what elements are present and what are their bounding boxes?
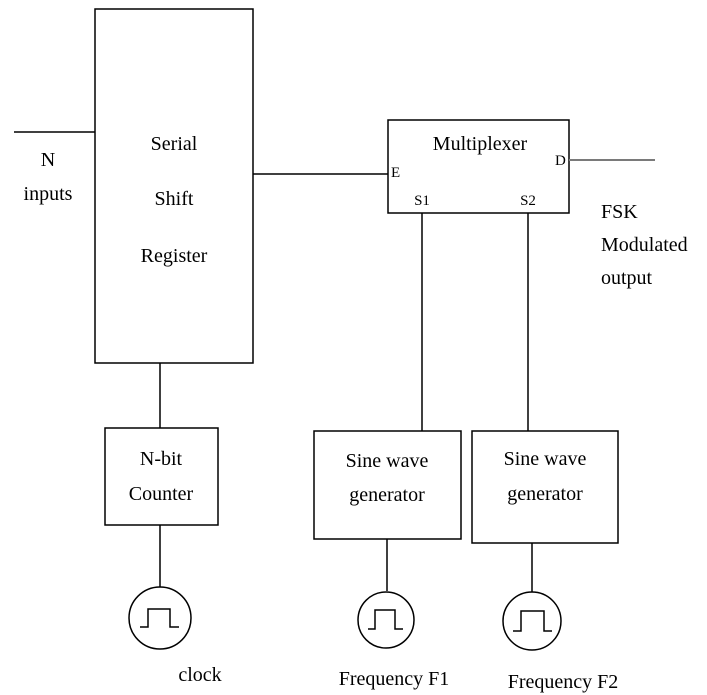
frequency-f1-pulse-icon xyxy=(368,609,403,630)
frequency-f1-source-circle xyxy=(357,591,415,649)
sine-generator-2-box xyxy=(471,430,619,544)
frequency-f2-source-circle xyxy=(502,591,562,651)
clock-pulse-icon xyxy=(140,608,179,628)
mux-pin-s1: S1 xyxy=(414,193,430,209)
mux-pin-d: D xyxy=(555,153,566,169)
counter-label-nbit: N-bit xyxy=(140,448,183,470)
frequency-f1-label: Frequency F1 xyxy=(339,668,450,690)
multiplexer-title: Multiplexer xyxy=(433,133,528,155)
shift-register-label-register: Register xyxy=(141,245,208,267)
input-label-inputs: inputs xyxy=(24,183,73,205)
output-label-modulated: Modulated xyxy=(601,234,688,256)
counter-box xyxy=(104,427,219,526)
shift-register-box xyxy=(94,8,254,364)
mux-pin-s2: S2 xyxy=(520,193,536,209)
clock-label: clock xyxy=(178,664,221,686)
input-label-n: N xyxy=(41,149,55,171)
frequency-f2-pulse-icon xyxy=(513,610,552,632)
shift-register-label-shift: Shift xyxy=(155,188,194,210)
multiplexer-box xyxy=(387,119,570,214)
mux-pin-e: E xyxy=(391,165,400,181)
clock-source-circle xyxy=(128,586,192,650)
sine-generator-1-label-top: Sine wave xyxy=(346,450,429,472)
sine-generator-1-label-bottom: generator xyxy=(349,484,425,506)
sine-generator-2-label-bottom: generator xyxy=(507,483,583,505)
output-label-output: output xyxy=(601,267,653,289)
frequency-f2-label: Frequency F2 xyxy=(508,671,619,693)
output-label-fsk: FSK xyxy=(601,201,638,223)
sine-generator-1-box xyxy=(313,430,462,540)
counter-label-counter: Counter xyxy=(129,483,194,505)
shift-register-label-serial: Serial xyxy=(151,133,198,155)
sine-generator-2-label-top: Sine wave xyxy=(504,448,587,470)
